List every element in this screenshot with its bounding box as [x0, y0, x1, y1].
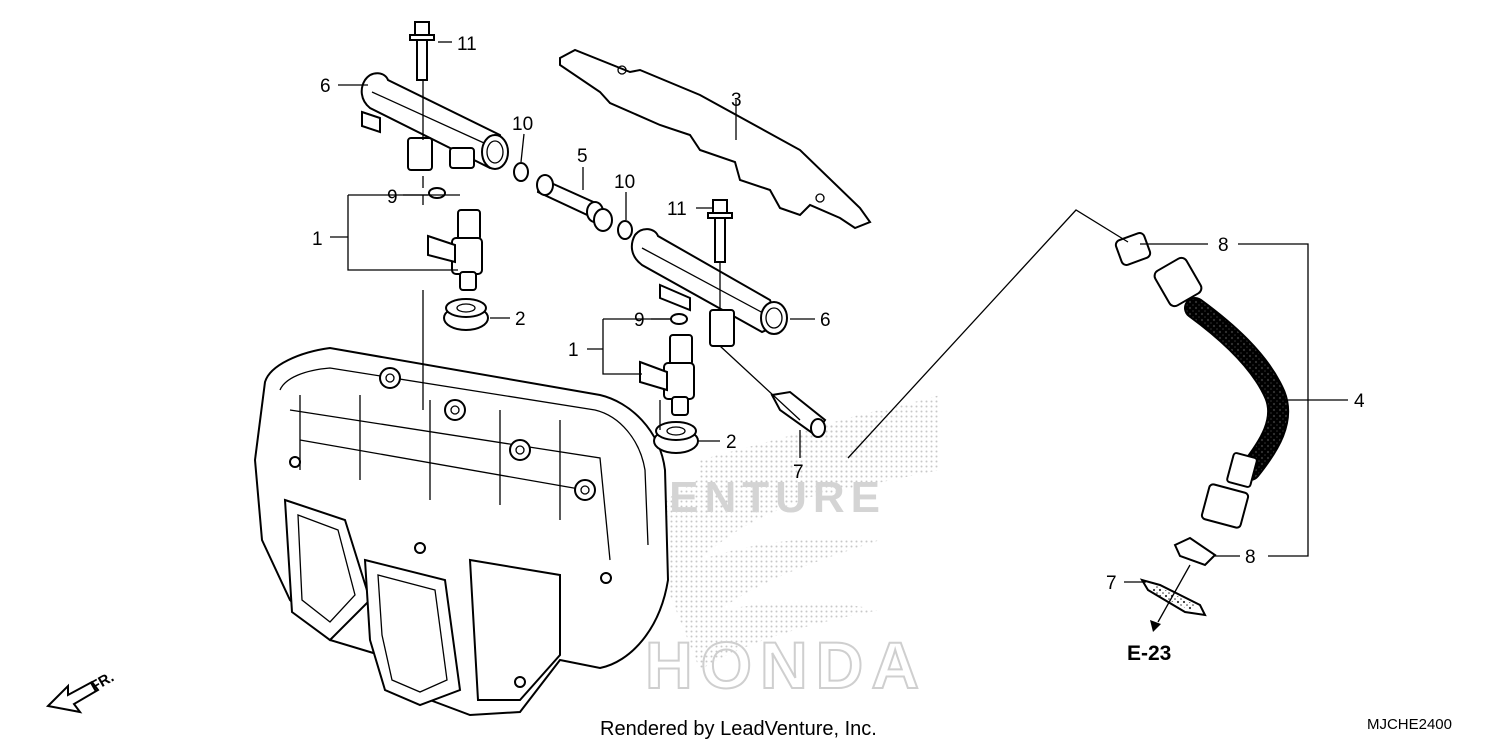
callout-9-right: 9	[634, 310, 645, 331]
callout-1-right: 1	[568, 340, 579, 361]
fuel-rail-right	[630, 228, 788, 347]
callout-11-right: 11	[667, 199, 687, 220]
watermark-dotted-field	[700, 395, 940, 520]
leader-lines	[330, 41, 1348, 632]
reference-label[interactable]: E-23	[1127, 642, 1171, 665]
callout-6-left: 6	[320, 76, 331, 97]
callout-2-right: 2	[726, 432, 737, 453]
reference-arrow	[1150, 620, 1161, 632]
callout-9-left: 9	[387, 187, 398, 208]
callout-10-left: 10	[512, 114, 533, 135]
callout-8-top: 8	[1218, 235, 1229, 256]
part-5-joint	[536, 174, 613, 232]
callout-10-right: 10	[614, 172, 635, 193]
part-8-clip	[1173, 536, 1217, 567]
callout-11-top: 11	[457, 34, 477, 55]
watermark-brand: HONDA	[645, 628, 927, 702]
callout-3: 3	[731, 90, 742, 111]
callout-1-left: 1	[312, 229, 323, 250]
part-1-injector-a	[427, 209, 483, 291]
callout-7-top: 7	[793, 462, 804, 483]
part-1-injector-b	[639, 334, 695, 416]
callouts: 11 6 9 1 2 3 10 5 10 11 9 6 1 2 7 8 4 8 …	[312, 34, 1365, 665]
callout-2-left: 2	[515, 309, 526, 330]
diagram-code: MJCHE2400	[1366, 716, 1452, 733]
part-4-fuel-hose	[1114, 232, 1290, 529]
part-9-washer-a	[428, 187, 446, 199]
part-2-seal-a	[443, 298, 489, 331]
callout-5: 5	[577, 146, 588, 167]
part-9-washer-b	[670, 313, 688, 325]
part-11-bolt-right	[707, 199, 733, 263]
part-7-fitting	[770, 390, 827, 438]
callout-7-bottom: 7	[1106, 573, 1117, 594]
front-arrow-icon	[45, 680, 100, 714]
callout-8-bottom: 8	[1245, 547, 1256, 568]
render-credit: Rendered by LeadVenture, Inc.	[600, 718, 877, 740]
intake-manifold	[253, 346, 670, 717]
callout-6-right: 6	[820, 310, 831, 331]
part-11-bolt-left	[409, 21, 435, 81]
part-3-plate	[559, 48, 872, 230]
part-10-oring-b	[617, 220, 633, 240]
part-7-clip	[1139, 578, 1207, 617]
part-10-oring-a	[513, 162, 529, 182]
fuel-rail-left	[360, 72, 509, 171]
callout-4: 4	[1354, 391, 1365, 412]
front-direction-indicator: FR.	[45, 669, 117, 714]
